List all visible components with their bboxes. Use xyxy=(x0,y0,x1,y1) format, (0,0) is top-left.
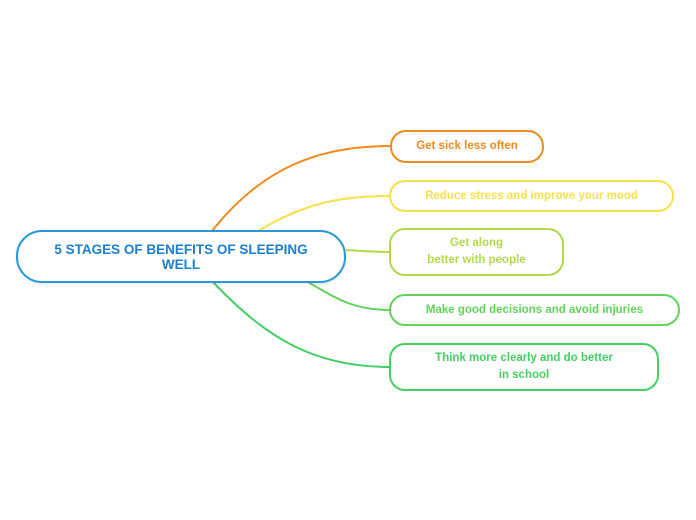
connector-branch-4 xyxy=(307,281,391,311)
branch-node-get-sick-less-often[interactable]: Get sick less often xyxy=(390,130,544,163)
branch-node-think-clearly[interactable]: Think more clearly and do better in scho… xyxy=(389,343,659,391)
connector-branch-2 xyxy=(257,195,391,232)
branch-node-label: Think more clearly and do better in scho… xyxy=(435,352,613,381)
root-node[interactable]: 5 STAGES OF BENEFITS OF SLEEPING WELL xyxy=(16,230,346,283)
branch-node-label: Get sick less often xyxy=(416,140,518,153)
branch-node-label: Make good decisions and avoid injuries xyxy=(425,303,644,316)
connector-branch-3 xyxy=(345,249,391,253)
branch-node-good-decisions[interactable]: Make good decisions and avoid injuries xyxy=(389,294,680,326)
branch-node-get-along[interactable]: Get along better with people xyxy=(389,228,564,276)
branch-node-label: Get along better with people xyxy=(427,237,526,266)
branch-node-reduce-stress[interactable]: Reduce stress and improve your mood xyxy=(389,180,674,212)
root-node-label: 5 STAGES OF BENEFITS OF SLEEPING WELL xyxy=(54,241,308,272)
connector-branch-5 xyxy=(212,281,391,368)
connector-branch-1 xyxy=(211,145,391,232)
branch-node-label: Reduce stress and improve your mood xyxy=(425,189,638,202)
